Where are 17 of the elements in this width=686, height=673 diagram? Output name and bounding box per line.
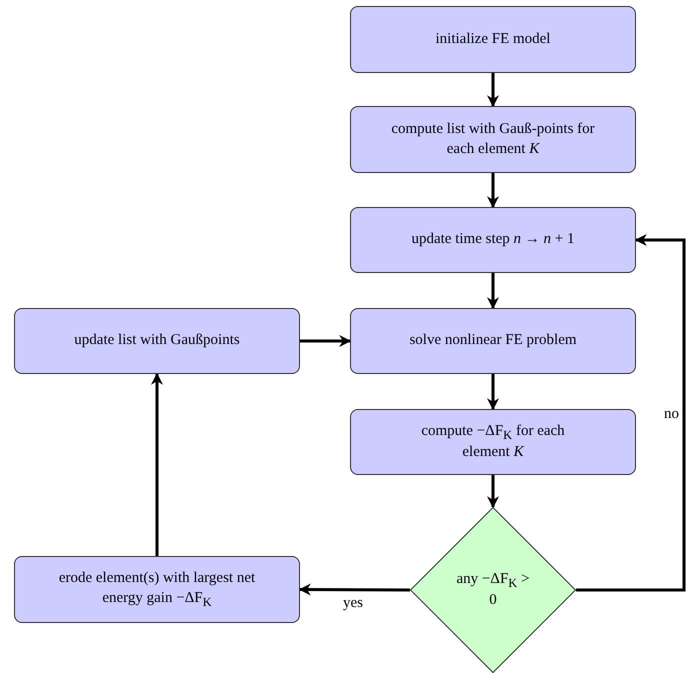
- process-box: solve nonlinear FE problem: [350, 308, 636, 374]
- process-box: update list with Gaußpoints: [14, 308, 300, 374]
- arrow: [487, 73, 499, 108]
- decision-text: any −ΔF$_{K}$ > 0: [455, 570, 531, 610]
- process-box: compute list with Gauß-points for each element K: [350, 106, 636, 173]
- arrow: [487, 173, 499, 208]
- arrow: [151, 372, 163, 556]
- process-box: compute −ΔF$_{K}$ for each element K: [350, 409, 636, 475]
- arrow: [487, 475, 499, 508]
- arrow: [487, 273, 499, 310]
- arrow: [487, 374, 499, 410]
- arrow: [576, 234, 686, 592]
- process-box: initialize FE model: [350, 6, 636, 73]
- arrow: [298, 584, 410, 596]
- arrow: [300, 335, 352, 347]
- process-box: update time step n → n + 1: [350, 207, 636, 273]
- process-box: erode element(s) with largest net energy gain −ΔF$_{K}$: [14, 556, 300, 623]
